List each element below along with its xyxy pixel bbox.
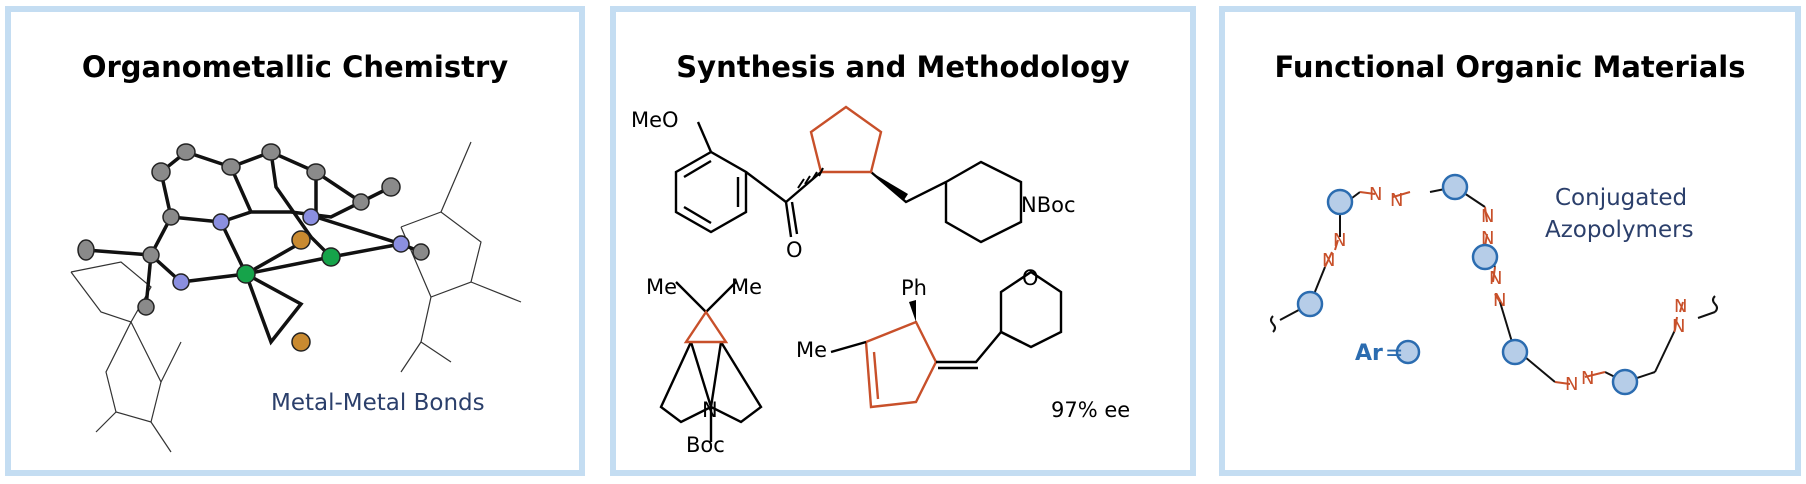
n-label: N [702, 398, 718, 422]
me-label-1: Me [646, 275, 677, 299]
svg-text:N: N [1333, 230, 1346, 251]
panel-title: Synthesis and Methodology [676, 50, 1130, 84]
boc-label: Boc [686, 433, 725, 457]
panel-synthesis: Synthesis and Methodology MeO NBoc O [610, 6, 1196, 476]
nboc-label: NBoc [1021, 193, 1076, 217]
ring-o-label: O [1022, 266, 1039, 290]
panel-title: Functional Organic Materials [1274, 50, 1746, 84]
ee-label: 97% ee [1051, 398, 1130, 422]
me-label-3: Me [796, 338, 827, 362]
svg-text:N: N [1493, 290, 1506, 311]
equals-label: = [1385, 341, 1403, 366]
svg-text:N: N [1322, 250, 1335, 271]
azopolymers-label: Azopolymers [1545, 217, 1694, 243]
svg-text:N: N [1565, 374, 1578, 395]
molecule-bicyclic [659, 281, 763, 442]
panel-title: Organometallic Chemistry [81, 50, 509, 84]
wedge-bond [871, 172, 908, 200]
cyclopentane-ring [809, 105, 883, 174]
carbonyl-o-label: O [786, 238, 803, 262]
svg-text:N: N [1369, 184, 1382, 205]
me-label-2: Me [731, 275, 762, 299]
crystal-structure: Metal-Metal Bonds [70, 141, 522, 453]
aryl-nodes [1296, 173, 1639, 396]
hash-bond [797, 167, 824, 189]
molecule-structures: MeO NBoc O Me Me N Boc Ph Me O [631, 105, 1130, 457]
ar-label: Ar [1355, 341, 1383, 366]
svg-text:N: N [1489, 268, 1502, 289]
svg-text:N: N [1390, 190, 1403, 211]
azo-linkages [1324, 191, 1684, 385]
cyclopropane-ring [683, 309, 729, 344]
wedge-bond-ph [909, 300, 916, 322]
atoms [77, 143, 430, 352]
conjugated-label: Conjugated [1555, 185, 1687, 211]
meo-label: MeO [631, 108, 679, 132]
ligand-wireframe [70, 141, 522, 453]
svg-text:N: N [1581, 368, 1594, 389]
ph-label: Ph [901, 276, 927, 300]
svg-text:N: N [1481, 228, 1494, 249]
cyclopentene-ring [864, 320, 938, 409]
svg-text:N: N [1672, 316, 1685, 337]
svg-text:N: N [1481, 206, 1494, 227]
metal-metal-label: Metal-Metal Bonds [271, 390, 485, 416]
svg-text:N: N [1674, 296, 1687, 317]
panel-organometallic: Organometallic Chemistry [5, 6, 585, 476]
molecule-thp [830, 270, 1063, 370]
molecule-top [674, 121, 1023, 244]
